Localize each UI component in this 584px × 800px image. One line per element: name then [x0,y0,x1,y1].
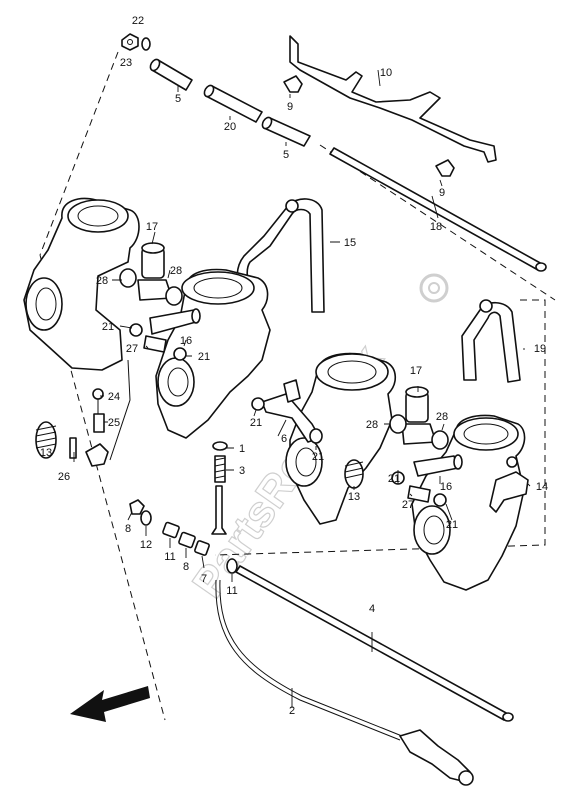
label-8-right: 8 [183,561,189,573]
label-25: 25 [108,417,120,429]
label-21-mid-b: 21 [312,451,324,463]
label-7: 7 [201,573,207,585]
carburetor-3 [285,352,397,525]
hose-19-end [479,299,493,313]
collar-7 [194,540,210,556]
front-direction-arrow-icon [70,686,150,722]
nut-8-left [129,499,145,515]
assembly-outline-left [39,51,166,721]
hose-5-bottom [261,116,311,147]
label-21-right-a: 21 [388,473,400,485]
label-27-right: 27 [402,499,414,511]
label-21-mid-a: 21 [250,417,262,429]
o-ring-28-right-b [431,430,449,450]
cap-21-left-b [173,347,187,361]
spring-13-mid [344,459,364,489]
screw-24 [92,388,104,414]
label-28-left-a: 28 [96,275,108,287]
assembly-outline-right [214,144,556,556]
label-13-left: 13 [40,447,52,459]
hose-5-top [149,58,193,91]
label-9-right: 9 [439,187,445,199]
nut-23 [121,33,139,51]
adjuster-shaft [211,485,227,535]
label-20: 20 [224,121,236,133]
label-21-left-a: 21 [102,321,114,333]
label-27-left: 27 [126,343,138,355]
label-9-top: 9 [287,101,293,113]
joint-27-left [143,335,167,353]
washer-1 [212,441,228,451]
screw-3 [214,455,226,483]
gear-icon [419,273,449,303]
hose-20 [203,84,263,123]
label-11-left: 11 [164,551,175,563]
cable-2 [215,579,401,741]
hose-15-end [285,199,299,213]
label-16-left: 16 [180,335,192,347]
label-28-left-b: 28 [170,265,182,277]
cap-21-mid-a [251,397,265,411]
label-5-bottom: 5 [283,149,289,161]
label-14: 14 [536,481,548,493]
outline-link-left [109,359,131,461]
label-21-right-b: 21 [446,519,458,531]
cap-21-mid-b [309,428,323,444]
washer-22 [141,37,151,51]
label-2: 2 [289,705,295,717]
label-5-top: 5 [175,93,181,105]
label-17-right: 17 [410,365,422,377]
label-28-right-b: 28 [436,411,448,423]
clip-9-right [435,159,455,177]
spring-25 [93,413,105,433]
label-16-right: 16 [440,481,452,493]
label-4: 4 [369,603,375,615]
label-17-left: 17 [146,221,158,233]
carburetor-1 [23,197,140,371]
bracket-10 [289,35,497,163]
o-ring-28-left-b [165,286,183,306]
joint-6-stub [283,379,301,403]
label-11-bottom: 11 [226,585,237,597]
washer-11-bottom [226,558,238,574]
cap-21-left-a [129,323,143,337]
bracket-14 [489,471,529,513]
label-21-left-b: 21 [198,351,210,363]
joint-27-right [407,485,431,503]
clip-9-top [283,75,303,93]
spacer-11 [162,521,180,539]
label-19: 19 [534,343,546,355]
label-24: 24 [108,391,120,403]
label-15: 15 [344,237,356,249]
label-23: 23 [120,57,132,69]
label-18: 18 [430,221,442,233]
label-3: 3 [239,465,245,477]
label-10: 10 [380,67,392,79]
lever-26 [69,437,109,467]
part-labels: 22 23 5 20 5 10 9 9 18 15 19 17 28 28 21… [40,15,548,717]
label-6: 6 [281,433,287,445]
label-26: 26 [58,471,70,483]
label-1: 1 [239,443,245,455]
o-ring-28-right-a [389,414,407,434]
o-ring-28-left-a [119,268,137,288]
label-8-left: 8 [125,523,131,535]
hose-19 [461,301,521,383]
fitting-17-left [137,242,173,301]
label-22: 22 [132,15,144,27]
label-28-right-a: 28 [366,419,378,431]
cap-21-right-b [433,493,447,507]
leader-lines [73,69,531,708]
fitting-17-right [401,386,437,445]
screw-14 [506,456,518,468]
label-12: 12 [140,539,152,551]
nut-8-right [178,531,196,549]
label-13-mid: 13 [348,491,360,503]
washer-12 [140,510,152,526]
spring-13-left [35,421,57,459]
